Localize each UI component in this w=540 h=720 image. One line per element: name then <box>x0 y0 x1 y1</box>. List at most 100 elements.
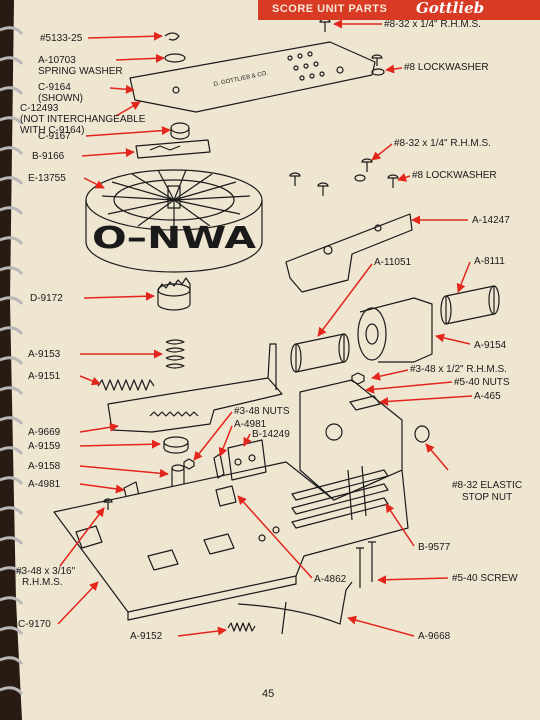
mid-lockwasher <box>354 174 366 182</box>
top-plate-holes <box>172 51 344 94</box>
top-lockwasher <box>371 68 385 76</box>
label-a9159: A-9159 <box>28 441 61 452</box>
leader-lockwasher-top <box>385 64 403 74</box>
leader-a9668 <box>347 615 415 637</box>
leader-3-48-316 <box>59 507 105 567</box>
label-a11051: A-11051 <box>374 257 412 268</box>
top-plate-part <box>129 41 376 113</box>
label-a10703: A-10703 <box>38 55 76 66</box>
leader-5-40-nuts <box>365 381 453 394</box>
label-not-interchangeable: (NOT INTERCHANGEABLE <box>20 114 146 125</box>
leader-c9170 <box>57 581 99 625</box>
label-5-40-nuts: #5-40 NUTS <box>454 377 510 388</box>
label-lockwasher-top: #8 LOCKWASHER <box>404 62 489 73</box>
leader-b14249 <box>243 433 252 447</box>
spiral-binding <box>0 26 24 696</box>
spring-washer-part <box>164 53 186 63</box>
spring-clip-part <box>164 32 180 41</box>
leader-a9159 <box>79 439 161 449</box>
mid-screw-1 <box>361 158 373 172</box>
leader-c12493 <box>115 101 141 117</box>
leader-e13755 <box>83 177 105 189</box>
label-a9153: A-9153 <box>28 349 61 360</box>
label-a9158: A-9158 <box>28 461 61 472</box>
mid-screw-4 <box>289 172 301 186</box>
nut-5-40 <box>351 372 365 385</box>
leader-3-48-nuts <box>193 411 233 461</box>
wire-lever-part <box>237 581 353 635</box>
small-spring-part <box>227 622 256 632</box>
leader-3-48-12 <box>371 369 409 381</box>
label-elastic-nut-2: STOP NUT <box>462 492 513 503</box>
label-a465: A-465 <box>474 391 501 402</box>
nut-3-48 <box>183 458 195 470</box>
mid-bracket-clip <box>213 453 225 479</box>
knob-part <box>215 485 237 507</box>
label-spring-washer: SPRING WASHER <box>38 66 123 77</box>
label-a8111: A-8111 <box>474 256 505 267</box>
leader-d9172 <box>83 291 155 301</box>
leader-b9577 <box>385 503 415 547</box>
leader-a10703 <box>115 53 165 63</box>
label-a14247: A-14247 <box>472 215 510 226</box>
label-a4981-left: A-4981 <box>28 479 61 490</box>
page-title: SCORE UNIT PARTS <box>272 3 388 15</box>
base-plate-part <box>53 461 409 613</box>
leader-a4981-mid <box>218 425 233 457</box>
leader-lockwasher-mid <box>397 173 411 182</box>
label-a4981-mid: A-4981 <box>234 419 267 430</box>
leader-c9164 <box>109 84 135 94</box>
label-b9577: B-9577 <box>418 542 451 553</box>
label-a4862: A-4862 <box>314 574 347 585</box>
label-8-32-top: #8-32 x 1/4" R.H.M.S. <box>384 19 481 30</box>
gear-part <box>157 277 191 311</box>
label-3-48-12: #3-48 x 1/2" R.H.M.S. <box>410 364 507 375</box>
label-elastic-nut-1: #8-32 ELASTIC <box>452 480 523 491</box>
leader-b9166 <box>81 148 135 158</box>
elastic-stop-nut <box>414 425 430 443</box>
label-lockwasher-mid: #8 LOCKWASHER <box>412 170 497 181</box>
top-screw-2 <box>371 54 383 66</box>
leader-a465 <box>379 395 473 406</box>
drum-spring-part <box>165 339 185 369</box>
leader-a4862 <box>237 495 313 579</box>
left-small-screw <box>103 498 113 510</box>
label-b14249: B-14249 <box>252 429 290 440</box>
label-5-40-screw: #5-40 SCREW <box>452 573 518 584</box>
leader-a9669 <box>79 422 119 433</box>
leader-5-40-screw <box>377 575 449 585</box>
label-a9151: A-9151 <box>28 371 61 382</box>
label-c9167: C-9167 <box>38 131 71 142</box>
label-a9668: A-9668 <box>418 631 451 642</box>
detent-part <box>135 139 211 159</box>
label-shown: (SHOWN) <box>38 93 83 104</box>
label-a9154: A-9154 <box>474 340 507 351</box>
leader-a9152 <box>177 626 227 637</box>
leader-a11051 <box>317 263 373 337</box>
label-b9166: B-9166 <box>32 151 65 162</box>
header-bar <box>258 0 540 20</box>
label-a9669: A-9669 <box>28 427 61 438</box>
label-with-c9164: WITH C-9164) <box>20 125 85 136</box>
label-c9164: C-9164 <box>38 82 71 93</box>
return-spring-part <box>97 379 155 391</box>
leader-a4981-left <box>79 483 125 494</box>
brand-logo: Gottlieb <box>416 0 485 17</box>
label-a9152: A-9152 <box>130 631 163 642</box>
leader-a9158 <box>79 465 169 478</box>
leader-a9154 <box>435 333 471 345</box>
long-screw-1 <box>368 541 376 582</box>
score-drum-body <box>85 200 263 273</box>
leader-8-32-mid <box>371 143 393 161</box>
angle-bracket-part <box>285 213 413 293</box>
leader-5133-25 <box>87 31 163 41</box>
leader-a8111 <box>456 261 471 293</box>
label-c9170: C-9170 <box>18 619 51 630</box>
score-coil-part <box>359 297 433 363</box>
label-3-48-316: #3-48 x 3/16" <box>16 566 76 577</box>
label-8-32-mid: #8-32 x 1/4" R.H.M.S. <box>394 138 491 149</box>
leader-c9167 <box>85 126 171 137</box>
label-5133-25: #5133-25 <box>40 33 83 44</box>
